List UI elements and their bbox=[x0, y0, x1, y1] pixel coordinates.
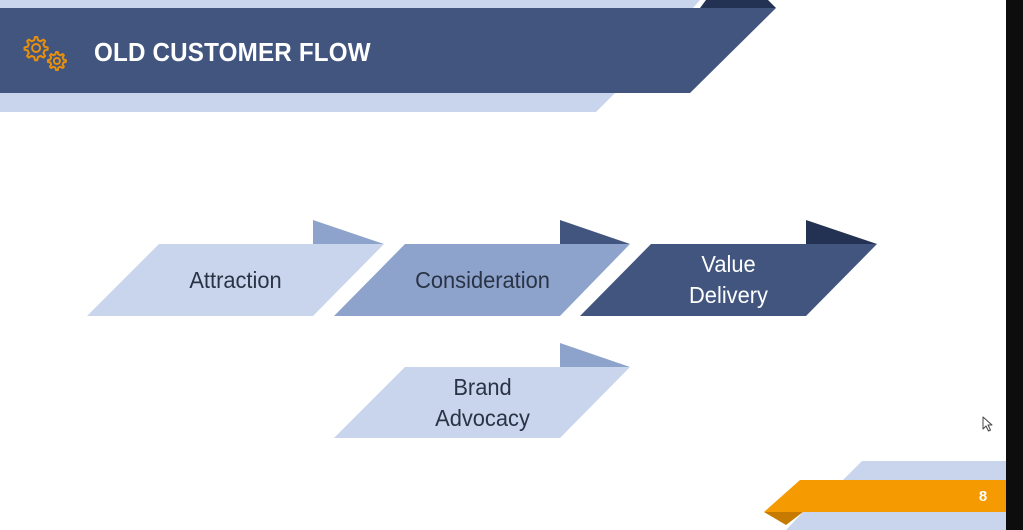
flow-step-text: Attraction bbox=[189, 266, 282, 293]
footer-light-band-bottom bbox=[786, 512, 1006, 530]
footer-orange-band bbox=[764, 480, 1006, 512]
footer-light-band-top bbox=[843, 461, 1006, 480]
footer-orange-shadow bbox=[764, 512, 803, 525]
gears-icon bbox=[20, 32, 72, 72]
flow-step-label-consideration: Consideration bbox=[381, 244, 583, 316]
flow-step-label-value-delivery: Value Delivery bbox=[627, 244, 829, 316]
flow-step-attraction-tab bbox=[313, 220, 384, 244]
flow-step-text-line1: Brand bbox=[453, 373, 512, 400]
window-edge bbox=[1006, 0, 1023, 530]
flow-step-brand-advocacy-tab bbox=[560, 343, 630, 367]
flow-step-text: Consideration bbox=[415, 266, 550, 293]
page-number: 8 bbox=[978, 488, 988, 505]
mouse-cursor-icon bbox=[982, 416, 994, 432]
header-bottom-band bbox=[0, 93, 615, 112]
header-band bbox=[0, 8, 776, 93]
flow-step-text-line2: Advocacy bbox=[435, 404, 530, 431]
header-dark-corner bbox=[700, 0, 776, 8]
flow-step-consideration-shape bbox=[334, 244, 630, 316]
flow-step-value-delivery-tab bbox=[806, 220, 877, 244]
flow-step-consideration-tab bbox=[560, 220, 630, 244]
flow-step-attraction-shape bbox=[87, 244, 384, 316]
flow-step-text-line2: Delivery bbox=[689, 282, 768, 308]
flow-step-label-brand-advocacy: Brand Advocacy bbox=[381, 367, 583, 438]
flow-step-label-attraction: Attraction bbox=[134, 244, 336, 316]
flow-step-value-delivery-shape bbox=[580, 244, 877, 316]
flow-step-text-line1: Value bbox=[701, 251, 756, 277]
flow-step-brand-advocacy-shape bbox=[334, 367, 630, 438]
header-top-band bbox=[0, 0, 700, 8]
slide-title: OLD CUSTOMER FLOW bbox=[94, 37, 371, 67]
